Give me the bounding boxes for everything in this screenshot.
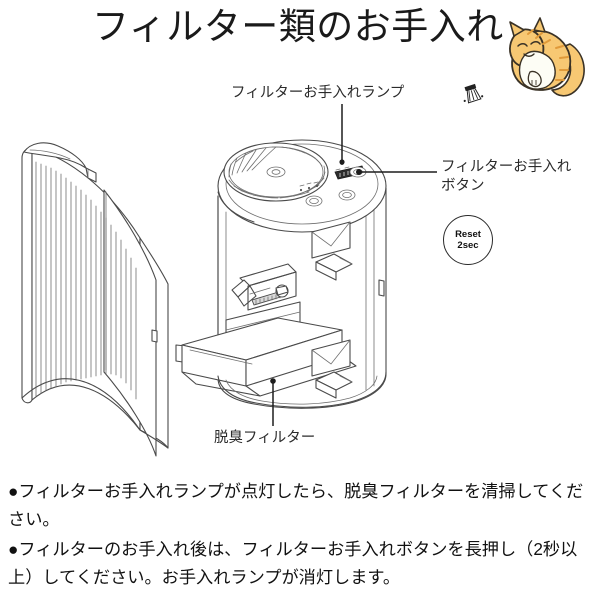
callout-filter-care-button: フィルターお手入れ ボタン	[441, 158, 571, 196]
reset-chip-line2: 2sec	[457, 240, 479, 251]
leader-dot-deodor	[270, 378, 276, 384]
leader-lines	[270, 104, 437, 426]
callout-filter-care-button-line1: フィルターお手入れ	[441, 159, 572, 175]
callout-filter-care-lamp: フィルターお手入れランプ	[231, 85, 405, 101]
grooming-cat-mascot	[509, 17, 585, 97]
page-title: フィルター類のお手入れ	[92, 6, 504, 47]
internal-bracket-upper	[231, 263, 297, 311]
air-outlet-grille	[223, 142, 329, 202]
broom-icon	[463, 83, 484, 104]
callout-filter-care-button-line2: ボタン	[441, 178, 485, 195]
callout-deodorizing-filter: 脱臭フィルター	[214, 430, 316, 446]
leader-dot-button	[356, 169, 362, 175]
air-purifier-unit	[181, 139, 387, 409]
deodorizing-filter-tray	[181, 317, 357, 397]
pleated-filter-panel	[21, 142, 197, 457]
note-item: ●フィルターお手入れランプが点灯したら、脱臭フィルターを清掃してください。	[8, 481, 584, 529]
reset-button-chip: Reset 2sec	[443, 215, 493, 265]
internal-vents	[311, 221, 353, 399]
reset-chip-line1: Reset	[455, 228, 481, 240]
note-item: ●フィルターのお手入れ後は、フィルターお手入れボタンを長押し（2秒以上）してくだ…	[8, 538, 578, 587]
instruction-notes: ●フィルターお手入れランプが点灯したら、脱臭フィルターを清掃してください。 ●フ…	[8, 478, 594, 593]
leader-dot-lamp	[339, 159, 345, 165]
